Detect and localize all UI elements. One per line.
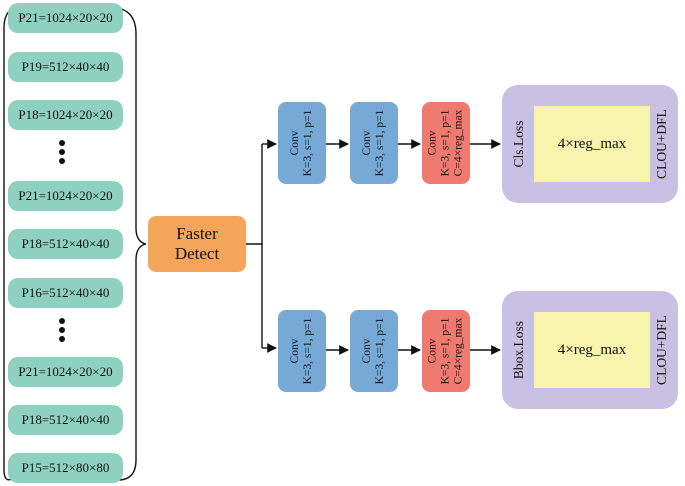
- conv-title: Conv: [426, 338, 439, 364]
- cls-inner-box: 4×reg_max: [534, 106, 650, 182]
- right-brace: [117, 7, 147, 481]
- conv-title: Conv: [361, 130, 373, 156]
- bbox-inner-box: 4×reg_max: [534, 312, 650, 388]
- faster-detect-line1: Faster: [176, 224, 218, 243]
- feature-box: P21=1024×20×20: [8, 181, 123, 211]
- feature-box: P21=1024×20×20: [8, 3, 123, 33]
- conv-channels: C=4×reg_max: [452, 109, 465, 177]
- feature-box: P16=512×40×40: [8, 278, 123, 308]
- conv-params: K=3, s=1, p=1: [439, 109, 452, 177]
- feature-box: P18=1024×20×20: [8, 100, 123, 130]
- ellipsis-dots: [57, 316, 67, 343]
- faster-detect-block: Faster Detect: [148, 216, 246, 272]
- conv-title: Conv: [289, 338, 301, 364]
- cls-side-label: CLOU+DFL: [654, 109, 669, 179]
- conv-channels: C=4×reg_max: [452, 317, 465, 385]
- conv-params: K=3, s=1, p=1: [439, 317, 452, 385]
- conv-title: Conv: [289, 130, 301, 156]
- feature-box: P15=512×80×80: [8, 453, 123, 483]
- conv-title: Conv: [426, 130, 439, 156]
- feature-box: P19=512×40×40: [8, 52, 123, 82]
- feature-box: P18=512×40×40: [8, 229, 123, 259]
- faster-detect-line2: Detect: [174, 244, 220, 263]
- conv-params: K=3, s=1, p=1: [302, 109, 314, 177]
- split-line: [246, 144, 263, 348]
- feature-box: P21=1024×20×20: [8, 357, 123, 387]
- conv-title: Conv: [361, 338, 373, 364]
- bbox-side-label: CLOU+DFL: [654, 315, 669, 385]
- conv-params: K=3, s=1, p=1: [374, 317, 386, 385]
- bbox-loss-label: Bbox.Loss: [511, 320, 526, 380]
- feature-box: P18=512×40×40: [8, 405, 123, 435]
- conv-params: K=3, s=1, p=1: [374, 109, 386, 177]
- cls-loss-label: Cls.Loss: [511, 120, 526, 168]
- ellipsis-dots: [57, 138, 67, 165]
- conv-params: K=3, s=1, p=1: [302, 317, 314, 385]
